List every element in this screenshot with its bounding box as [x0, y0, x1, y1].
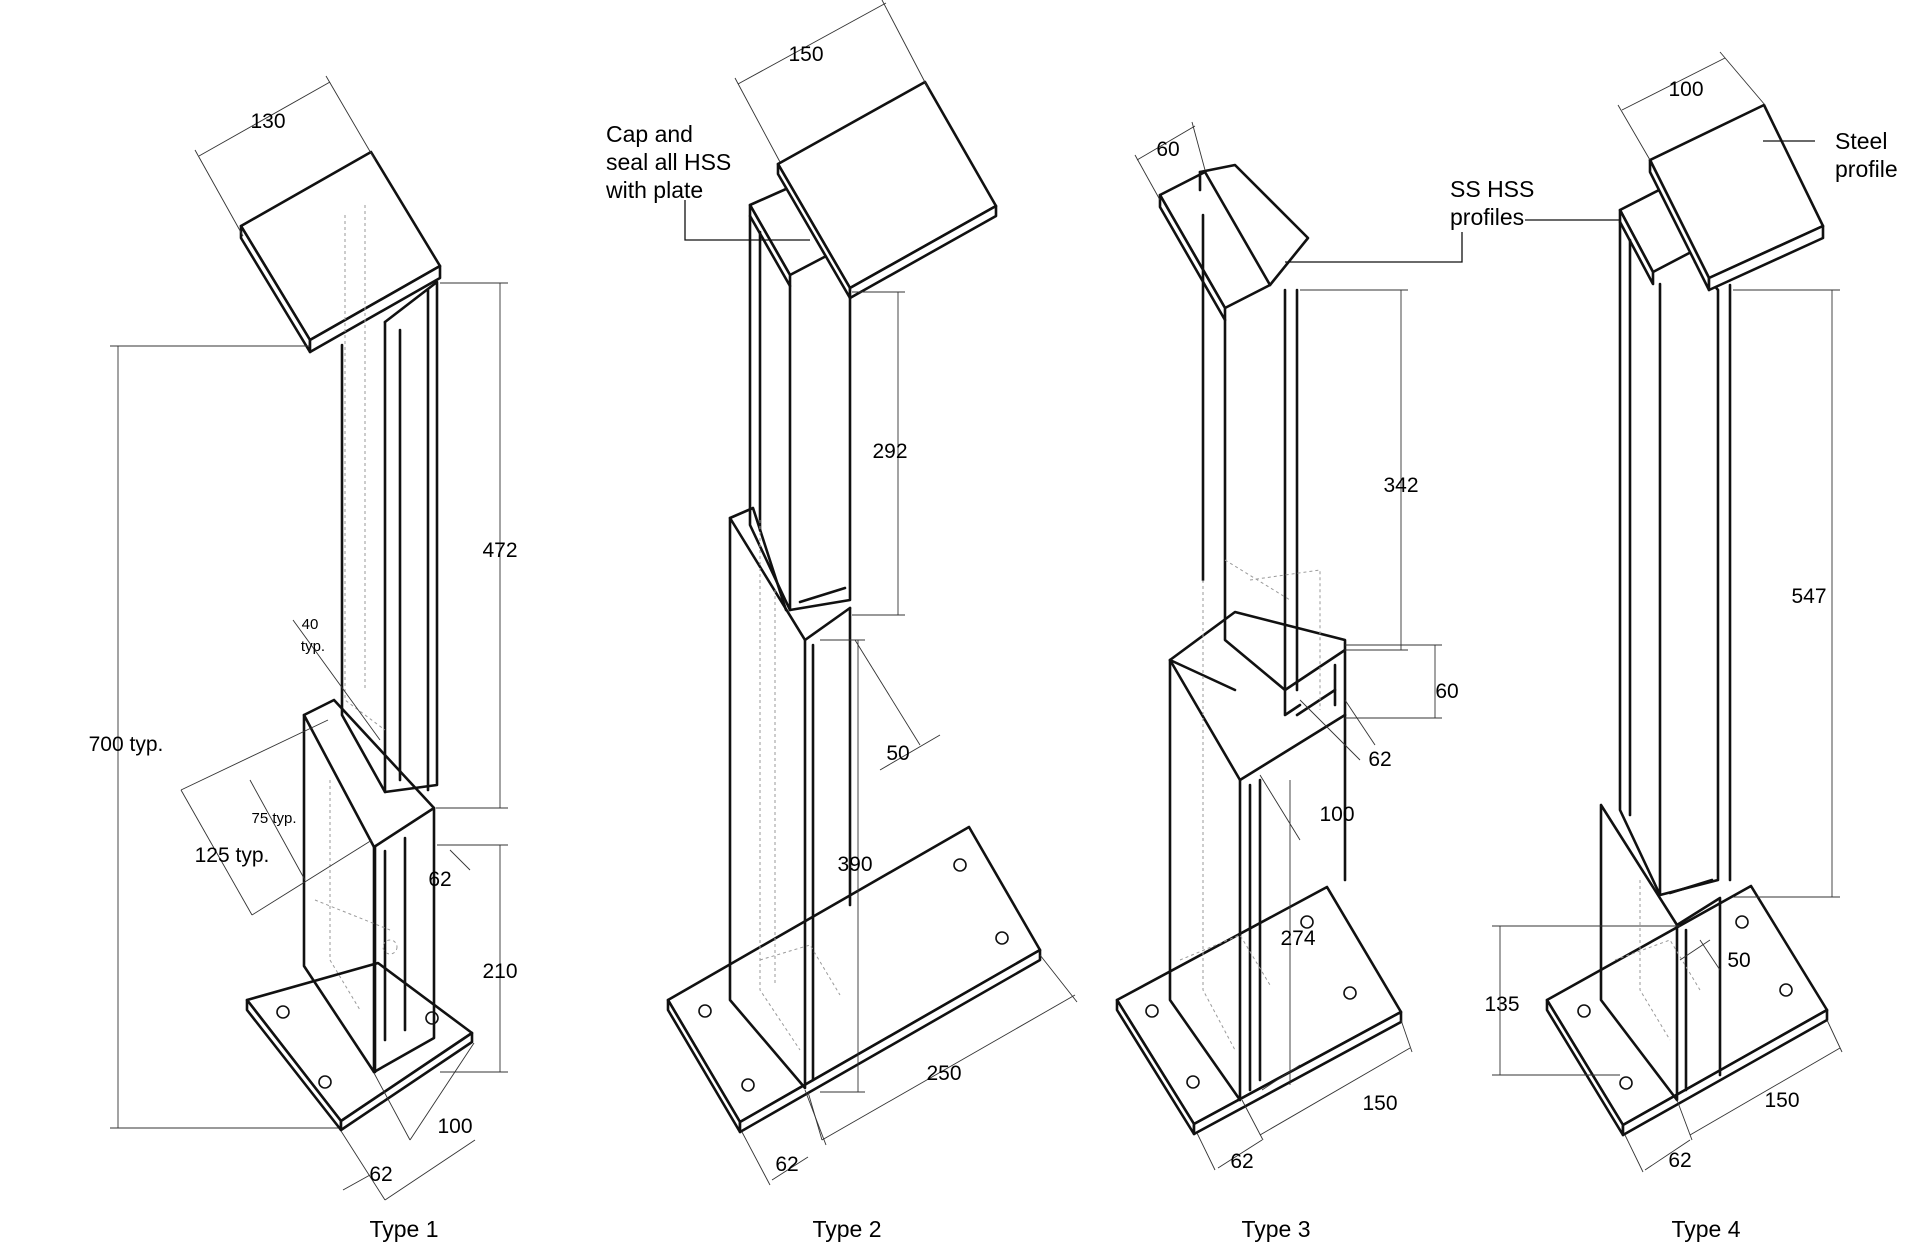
type2-dim-250: 250	[926, 1062, 961, 1085]
type-2-post	[666, 0, 1078, 1186]
type4-dim-62: 62	[1668, 1149, 1691, 1172]
type-4-post	[1492, 51, 1843, 1173]
type4-dim-100: 100	[1668, 78, 1703, 101]
type1-dim-125: 125 typ.	[195, 844, 270, 867]
type3-dim-60-top: 60	[1156, 138, 1179, 161]
type1-dim-upper-height: 472	[482, 539, 517, 562]
type4-dim-150: 150	[1764, 1089, 1799, 1112]
note-ss-hss-line1: SS HSS	[1450, 176, 1534, 202]
note-ss-hss-line2: profiles	[1450, 204, 1524, 230]
type1-dim-62-mid: 62	[428, 868, 451, 891]
caption-type-2: Type 2	[812, 1216, 881, 1242]
note-steel-profile-line1: Steel	[1835, 128, 1887, 154]
type2-dim-390: 390	[837, 853, 872, 876]
type2-dim-50: 50	[886, 742, 909, 765]
type3-dim-62-base: 62	[1230, 1150, 1253, 1173]
type3-dim-100: 100	[1319, 803, 1354, 826]
type4-dim-135: 135	[1484, 993, 1519, 1016]
type-3-post	[1115, 121, 1463, 1171]
type2-dim-62: 62	[775, 1153, 798, 1176]
type1-dim-100: 100	[437, 1115, 472, 1138]
type1-dim-40: 40	[302, 616, 319, 633]
caption-type-4: Type 4	[1671, 1216, 1740, 1242]
type1-dim-62-base: 62	[369, 1163, 392, 1186]
type4-dim-547: 547	[1791, 585, 1826, 608]
note-cap-seal-line1: Cap and	[606, 121, 693, 147]
caption-type-3: Type 3	[1241, 1216, 1310, 1242]
type-1-post	[110, 75, 508, 1201]
type2-dim-top-width: 150	[788, 43, 823, 66]
type2-dim-292: 292	[872, 440, 907, 463]
type3-dim-274: 274	[1280, 927, 1315, 950]
type1-dim-75: 75 typ.	[251, 810, 296, 827]
type3-dim-150: 150	[1362, 1092, 1397, 1115]
note-cap-seal-line3: with plate	[605, 177, 703, 203]
type3-dim-60-side: 60	[1435, 680, 1458, 703]
type1-dim-40-typ: typ.	[301, 638, 325, 655]
type1-dim-210: 210	[482, 960, 517, 983]
type1-dim-overall-height: 700 typ.	[89, 733, 164, 756]
type4-dim-50: 50	[1727, 949, 1750, 972]
type1-dim-top-width: 130	[250, 110, 285, 133]
type3-dim-62-mid: 62	[1368, 748, 1391, 771]
note-steel-profile-line2: profile	[1835, 156, 1898, 182]
caption-type-1: Type 1	[369, 1216, 438, 1242]
note-cap-seal-line2: seal all HSS	[606, 149, 731, 175]
type3-dim-342: 342	[1383, 474, 1418, 497]
